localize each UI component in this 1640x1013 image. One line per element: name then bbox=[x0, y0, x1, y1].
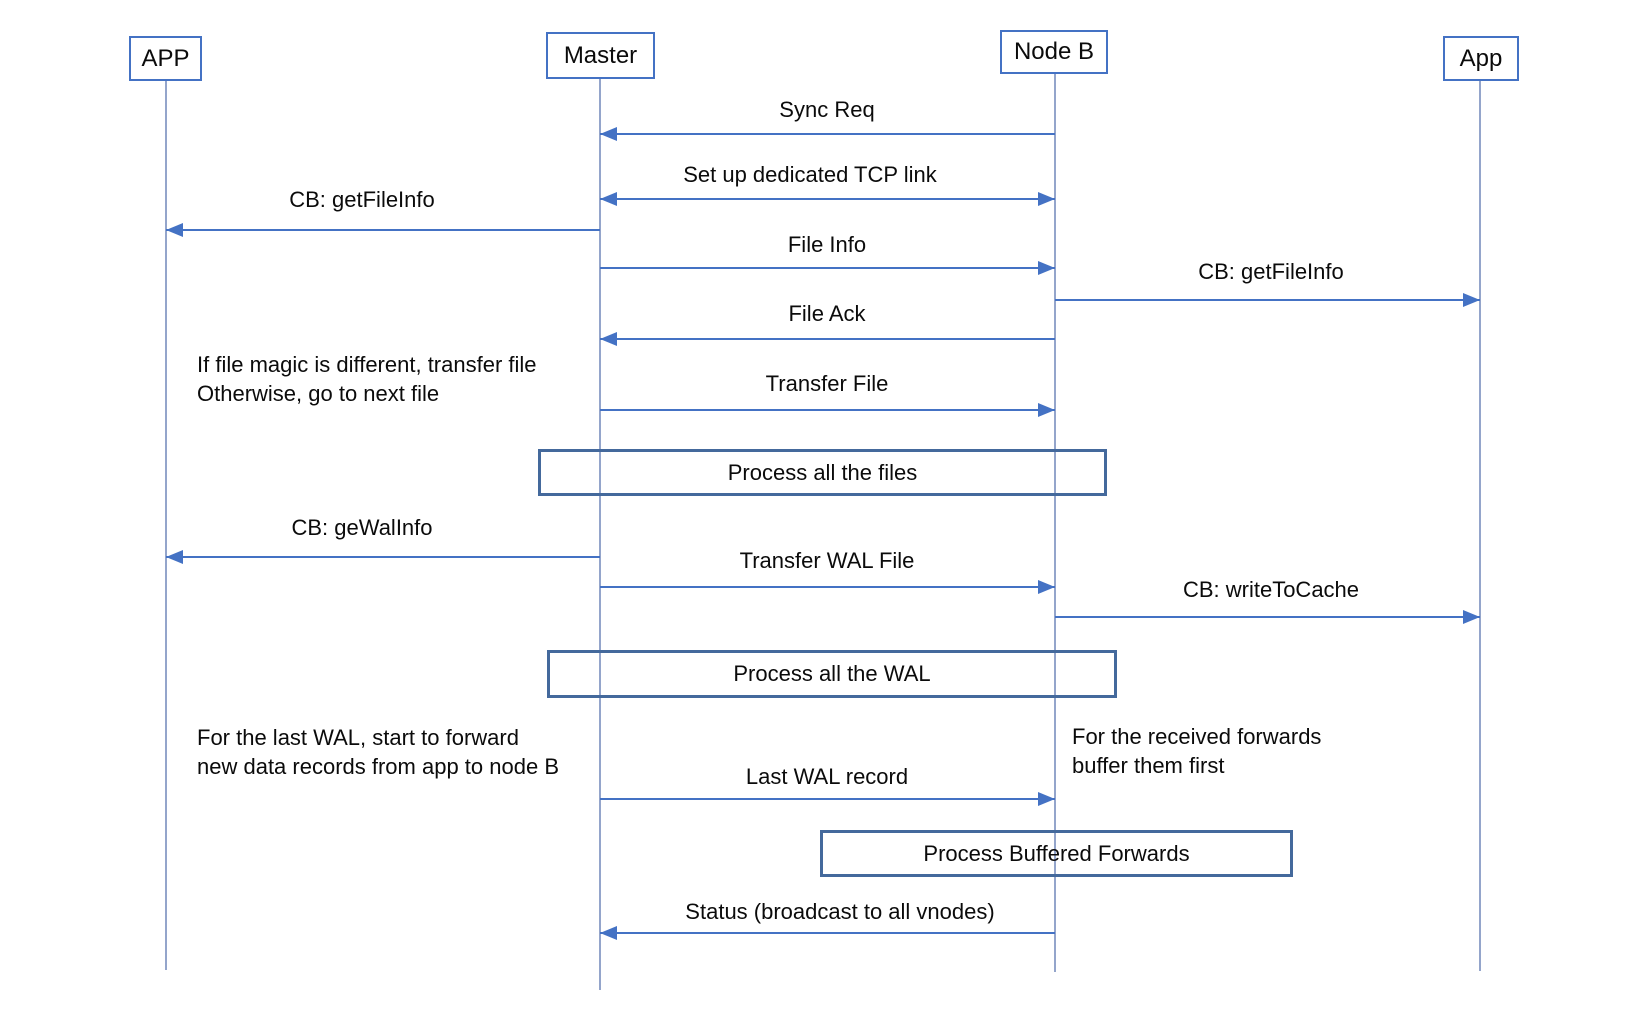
arrow-transfer-file bbox=[600, 403, 1055, 417]
lifeline-node-b bbox=[1054, 74, 1056, 972]
arrow-tcp-link bbox=[600, 192, 1055, 206]
arrow-line bbox=[600, 586, 1055, 588]
arrow-line bbox=[600, 798, 1055, 800]
arrowhead-right-icon bbox=[1463, 610, 1480, 624]
note-last-wal-forward: For the last WAL, start to forward new d… bbox=[197, 723, 559, 781]
arrowhead-right-icon bbox=[1463, 293, 1480, 307]
message-label-status: Status (broadcast to all vnodes) bbox=[685, 898, 995, 924]
message-label-cb-writetocache: CB: writeToCache bbox=[1182, 576, 1360, 602]
note-received-forwards: For the received forwards buffer them fi… bbox=[1072, 722, 1321, 780]
actor-label-app-right: App bbox=[1459, 44, 1503, 72]
actor-box-app-left: APP bbox=[129, 36, 202, 81]
process-box-buffered: Process Buffered Forwards bbox=[820, 830, 1293, 877]
arrowhead-right-icon bbox=[1038, 792, 1055, 806]
arrow-status bbox=[600, 926, 1055, 940]
arrow-cb-gewalinfo bbox=[166, 550, 600, 564]
note-line: For the received forwards bbox=[1072, 724, 1322, 749]
note-line: buffer them first bbox=[1072, 753, 1225, 778]
arrow-cb-writetocache bbox=[1055, 610, 1480, 624]
arrow-line bbox=[1055, 299, 1480, 301]
message-label-transfer-wal: Transfer WAL File bbox=[739, 547, 915, 573]
lifeline-app-left bbox=[165, 81, 167, 970]
note-line: new data records from app to node B bbox=[197, 754, 559, 779]
actor-box-app-right: App bbox=[1443, 36, 1519, 81]
note-line: If file magic is different, transfer fil… bbox=[197, 352, 537, 377]
arrow-file-ack bbox=[600, 332, 1055, 346]
arrow-line bbox=[1055, 616, 1480, 618]
arrowhead-left-icon bbox=[600, 192, 617, 206]
message-label-file-ack: File Ack bbox=[788, 300, 866, 326]
arrow-cb-getfileinfo-right bbox=[1055, 293, 1480, 307]
arrow-line bbox=[600, 267, 1055, 269]
arrow-line bbox=[600, 198, 1055, 200]
arrowhead-left-icon bbox=[600, 332, 617, 346]
arrow-transfer-wal bbox=[600, 580, 1055, 594]
arrowhead-left-icon bbox=[166, 223, 183, 237]
process-box-wal: Process all the WAL bbox=[547, 650, 1117, 698]
actor-label-app-left: APP bbox=[141, 44, 190, 72]
arrowhead-left-icon bbox=[600, 127, 617, 141]
actor-box-master: Master bbox=[546, 32, 655, 79]
arrowhead-right-icon bbox=[1038, 580, 1055, 594]
arrowhead-left-icon bbox=[166, 550, 183, 564]
arrowhead-right-icon bbox=[1038, 403, 1055, 417]
note-file-magic: If file magic is different, transfer fil… bbox=[197, 350, 537, 408]
arrow-last-wal bbox=[600, 792, 1055, 806]
process-box-label-buffered: Process Buffered Forwards bbox=[923, 840, 1190, 866]
arrow-sync-req bbox=[600, 127, 1055, 141]
message-label-tcp-link: Set up dedicated TCP link bbox=[683, 161, 937, 187]
arrow-line bbox=[600, 338, 1055, 340]
arrow-line bbox=[600, 409, 1055, 411]
note-line: Otherwise, go to next file bbox=[197, 381, 440, 406]
note-line: For the last WAL, start to forward bbox=[197, 725, 519, 750]
message-label-last-wal: Last WAL record bbox=[745, 763, 909, 789]
message-label-cb-getfileinfo-left: CB: getFileInfo bbox=[289, 186, 435, 212]
arrowhead-right-icon bbox=[1038, 261, 1055, 275]
actor-label-master: Master bbox=[563, 41, 638, 69]
arrow-line bbox=[600, 932, 1055, 934]
process-box-label-wal: Process all the WAL bbox=[733, 661, 931, 686]
process-box-files: Process all the files bbox=[538, 449, 1107, 496]
message-label-file-info: File Info bbox=[787, 231, 867, 257]
message-label-sync-req: Sync Req bbox=[779, 96, 875, 122]
lifeline-master bbox=[599, 79, 601, 990]
message-label-cb-gewalinfo: CB: geWalInfo bbox=[291, 514, 433, 540]
arrow-line bbox=[166, 229, 600, 231]
process-box-label-files: Process all the files bbox=[727, 459, 918, 485]
arrow-file-info bbox=[600, 261, 1055, 275]
actor-box-node-b: Node B bbox=[1000, 30, 1108, 74]
message-label-transfer-file: Transfer File bbox=[765, 370, 889, 396]
arrow-line bbox=[600, 133, 1055, 135]
arrowhead-left-icon bbox=[600, 926, 617, 940]
arrow-cb-getfileinfo-left bbox=[166, 223, 600, 237]
arrow-line bbox=[166, 556, 600, 558]
arrowhead-right-icon bbox=[1038, 192, 1055, 206]
actor-label-node-b: Node B bbox=[1013, 38, 1095, 65]
message-label-cb-getfileinfo-right: CB: getFileInfo bbox=[1198, 258, 1344, 284]
lifeline-app-right bbox=[1479, 81, 1481, 971]
